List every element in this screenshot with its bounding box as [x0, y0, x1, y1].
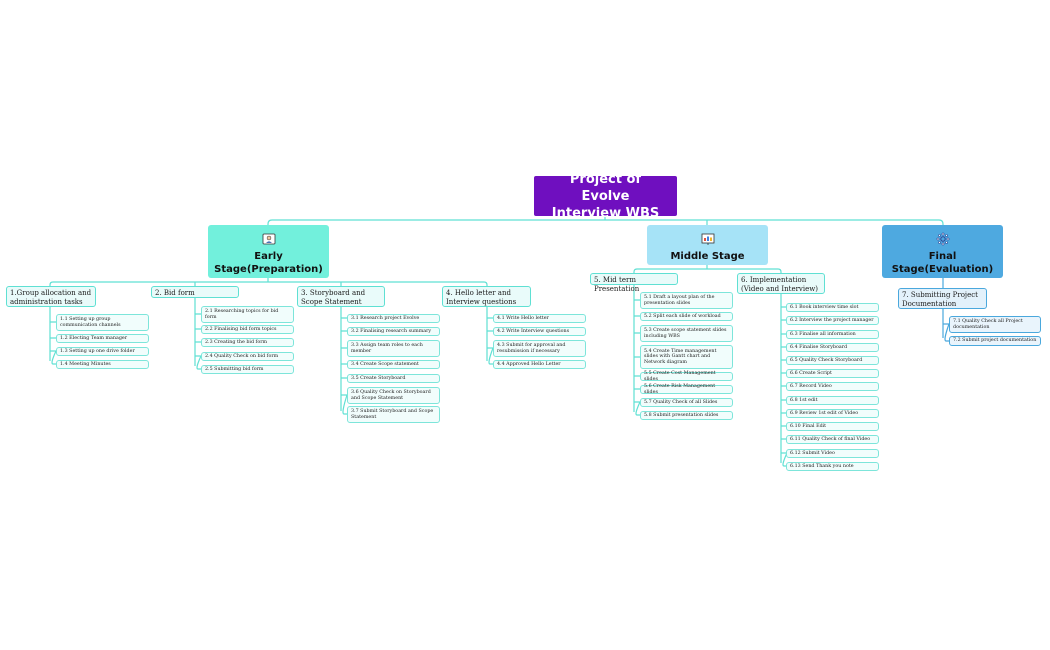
stage-early[interactable]: Early Stage(Preparation)	[208, 225, 329, 278]
task-2-3[interactable]: 2.3 Creating the bid form	[201, 338, 294, 347]
task-6-2[interactable]: 6.2 Interview the project manager	[786, 316, 879, 325]
task-1-2[interactable]: 1.2 Electing Team manager	[56, 334, 149, 343]
task-1-3[interactable]: 1.3 Setting up one drive folder	[56, 347, 149, 356]
task-6-9[interactable]: 6.9 Review 1st edit of Video	[786, 409, 879, 418]
category-7[interactable]: 7. Submitting Project Documentation	[898, 288, 987, 309]
leaf-connector	[942, 309, 950, 342]
task-4-3[interactable]: 4.3 Submit for approval and resubmission…	[493, 340, 586, 357]
task-3-5[interactable]: 3.5 Create Storyboard	[347, 374, 440, 383]
presentation-icon	[701, 232, 715, 246]
leaf-connector	[486, 307, 494, 365]
task-5-6[interactable]: 5.6 Create Risk Management slides	[640, 384, 733, 395]
root-topic[interactable]: Project of Evolve Interview WBS	[534, 172, 677, 221]
task-3-1[interactable]: 3.1 Research project Evolve	[347, 314, 440, 323]
task-6-1[interactable]: 6.1 Book interview time slot	[786, 303, 879, 312]
task-6-12[interactable]: 6.12 Submit Video	[786, 449, 879, 458]
task-5-2[interactable]: 5.2 Split each slide of workload	[640, 312, 733, 321]
task-7-1[interactable]: 7.1 Quality Check all Project documentat…	[949, 316, 1041, 333]
teacher-icon	[262, 232, 276, 246]
task-4-1[interactable]: 4.1 Write Hello letter	[493, 314, 586, 323]
stage-connector	[633, 265, 782, 273]
leaf-connector	[194, 298, 202, 370]
task-2-4[interactable]: 2.4 Quality Check on bid form	[201, 352, 294, 361]
task-3-4[interactable]: 3.4 Create Scope statement	[347, 360, 440, 369]
task-6-11[interactable]: 6.11 Quality Check of final Video	[786, 435, 879, 444]
task-3-7[interactable]: 3.7 Submit Storyboard and Scope Statemen…	[347, 406, 440, 423]
category-label: 2. Bid form	[155, 289, 195, 297]
root-title: Project of Evolve Interview WBS	[551, 171, 660, 221]
category-label: 1.Group allocation and administration ta…	[10, 289, 92, 306]
stage-connector	[49, 278, 488, 286]
category-5[interactable]: 5. Mid term Presentation	[590, 273, 678, 293]
task-1-1[interactable]: 1.1 Setting up group communication chann…	[56, 314, 149, 331]
task-5-7[interactable]: 5.7 Quality Check of all Slides	[640, 398, 733, 407]
task-4-2[interactable]: 4.2 Write Interview questions	[493, 327, 586, 336]
task-6-5[interactable]: 6.5 Quality Check Storyboard	[786, 356, 879, 365]
task-5-4[interactable]: 5.4 Create Time management slides with G…	[640, 345, 733, 369]
category-2[interactable]: 2. Bid form	[151, 286, 239, 298]
task-4-4[interactable]: 4.4 Approved Hello Letter	[493, 360, 586, 369]
category-3[interactable]: 3. Storyboard and Scope Statement	[297, 286, 385, 307]
gear-network-icon	[936, 232, 950, 246]
leaf-connector	[633, 285, 641, 416]
task-5-1[interactable]: 5.1 Draft a layout plan of the presentat…	[640, 292, 733, 309]
category-label: 6. Implementation (Video and Interview)	[741, 276, 818, 293]
task-3-6[interactable]: 3.6 Quality Check on Storyboard and Scop…	[347, 387, 440, 404]
task-6-8[interactable]: 6.8 1st edit	[786, 396, 879, 405]
leaf-connector	[780, 294, 788, 467]
category-6[interactable]: 6. Implementation (Video and Interview)	[737, 273, 825, 294]
task-2-1[interactable]: 2.1 Researching topics for bid form	[201, 306, 294, 323]
task-2-5[interactable]: 2.5 Submitting bid form	[201, 365, 294, 374]
category-label: 4. Hello letter and Interview questions	[446, 289, 517, 306]
task-3-2[interactable]: 3.2 Finalising research summary	[347, 327, 440, 336]
category-label: 3. Storyboard and Scope Statement	[301, 289, 366, 306]
task-6-3[interactable]: 6.3 Finalise all information	[786, 330, 879, 339]
stage-label: Middle Stage	[670, 251, 745, 262]
stage-label: Final Stage(Evaluation)	[891, 251, 994, 275]
task-6-10[interactable]: 6.10 Final Edit	[786, 422, 879, 431]
task-1-4[interactable]: 1.4 Meeting Minutes	[56, 360, 149, 369]
task-2-2[interactable]: 2.2 Finalising bid form topics	[201, 325, 294, 334]
stage-label: Early Stage(Preparation)	[214, 251, 323, 275]
task-6-4[interactable]: 6.4 Finalise Storyboard	[786, 343, 879, 352]
task-5-3[interactable]: 5.3 Create scope statement slides includ…	[640, 325, 733, 342]
task-5-5[interactable]: 5.5 Create Cost Management slides	[640, 371, 733, 382]
task-6-7[interactable]: 6.7 Record Video	[786, 382, 879, 391]
category-label: 7. Submitting Project Documentation	[902, 291, 978, 308]
task-6-13[interactable]: 6.13 Send Thank you note	[786, 462, 879, 471]
category-4[interactable]: 4. Hello letter and Interview questions	[442, 286, 531, 307]
category-1[interactable]: 1.Group allocation and administration ta…	[6, 286, 96, 307]
task-5-8[interactable]: 5.8 Submit presentation slides	[640, 411, 733, 420]
leaf-connector	[340, 307, 348, 415]
task-7-2[interactable]: 7.2 Submit project documentation	[949, 336, 1041, 346]
stage-middle[interactable]: Middle Stage	[647, 225, 768, 265]
category-label: 5. Mid term Presentation	[594, 276, 640, 293]
task-6-6[interactable]: 6.6 Create Script	[786, 369, 879, 378]
task-3-3[interactable]: 3.3 Assign team roles to each member	[347, 340, 440, 357]
stage-final[interactable]: Final Stage(Evaluation)	[882, 225, 1003, 278]
leaf-connector	[49, 307, 57, 365]
root-connector	[267, 216, 944, 225]
